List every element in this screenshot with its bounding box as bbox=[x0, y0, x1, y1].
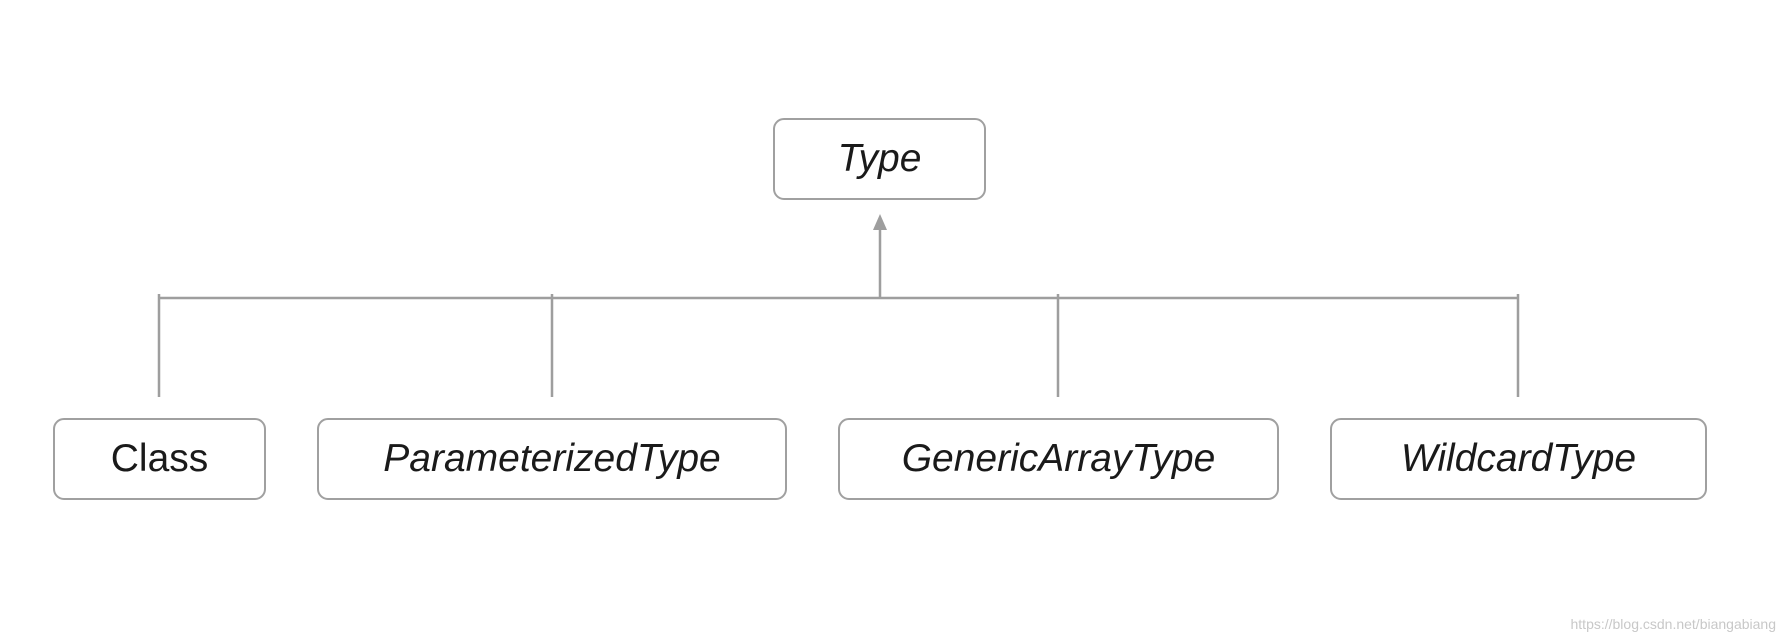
parameterizedtype-node-label: ParameterizedType bbox=[383, 437, 721, 480]
wildcardtype-node: WildcardType bbox=[1330, 418, 1707, 500]
class-node-label: Class bbox=[110, 437, 209, 480]
genericarraytype-node: GenericArrayType bbox=[838, 418, 1279, 500]
class-node: Class bbox=[53, 418, 266, 500]
genericarraytype-node-label: GenericArrayType bbox=[901, 437, 1216, 480]
inheritance-arrowhead bbox=[873, 214, 887, 230]
type-node-label: Type bbox=[837, 137, 922, 180]
parameterizedtype-node: ParameterizedType bbox=[317, 418, 787, 500]
wildcardtype-node-label: WildcardType bbox=[1400, 437, 1637, 480]
watermark: https://blog.csdn.net/biangabiang bbox=[1570, 616, 1777, 632]
type-node: Type bbox=[773, 118, 986, 200]
